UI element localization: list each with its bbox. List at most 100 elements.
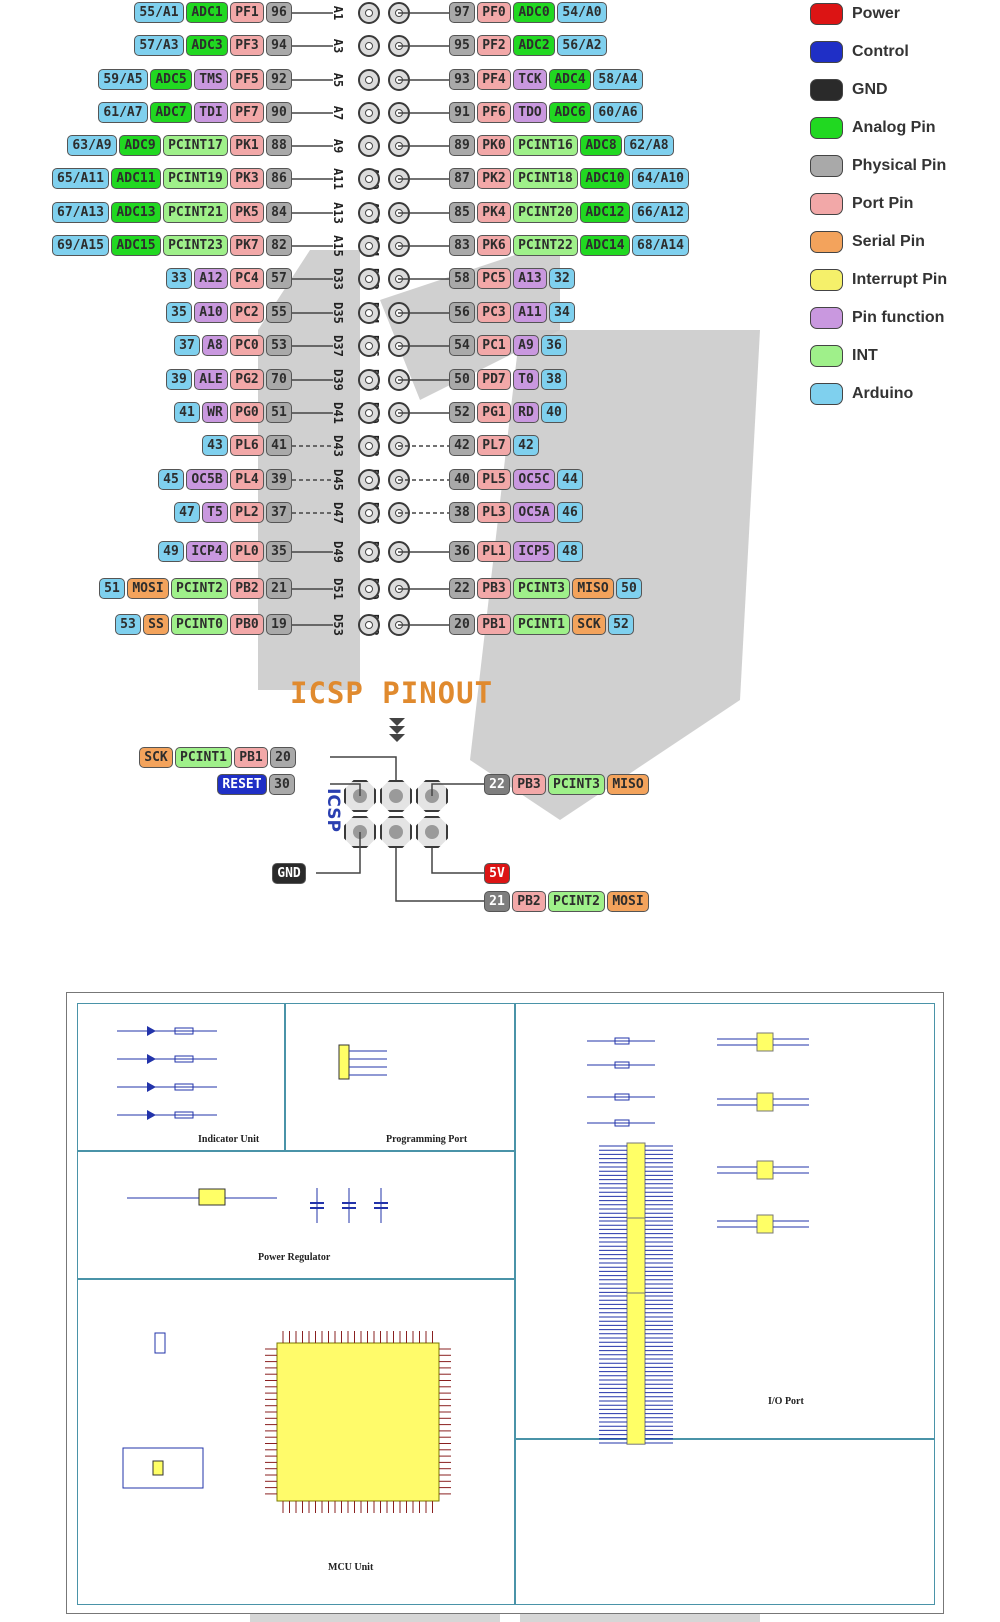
legend-swatch (810, 345, 843, 367)
pin-label: 35 (166, 302, 192, 323)
pin-label: 62/A8 (624, 135, 674, 156)
icsp-mosi-label: PCINT2 (548, 891, 605, 912)
legend-label: Control (852, 43, 909, 60)
pin-label: TDI (194, 102, 228, 123)
pin-label: PK2 (477, 168, 511, 189)
header-pad (358, 541, 380, 563)
icsp-pad (380, 780, 412, 812)
pin-label: ADC4 (549, 69, 591, 90)
header-pad (358, 369, 380, 391)
legend-label: Port Pin (852, 195, 914, 212)
header-pin-label: D35 (331, 302, 345, 324)
io-connector (756, 1032, 774, 1052)
pin-label: A10 (194, 302, 228, 323)
pin-label: PB1 (477, 614, 511, 635)
header-pad (388, 168, 410, 190)
io-header (626, 1217, 646, 1295)
pin-label: 56/A2 (557, 35, 607, 56)
legend-swatch (810, 155, 843, 177)
pin-label: 19 (266, 614, 292, 635)
pin-label: 66/A12 (632, 202, 689, 223)
pin-label: PF1 (230, 2, 264, 23)
pin-label: ALE (194, 369, 228, 390)
icsp-reset-label: RESET (217, 774, 267, 795)
icsp-gnd-label: GND (272, 863, 306, 884)
pin-label: PK0 (477, 135, 511, 156)
header-pad (388, 369, 410, 391)
pin-label: WR (202, 402, 228, 423)
pin-label: 39 (266, 469, 292, 490)
pin-label: 82 (266, 235, 292, 256)
pin-label: SS (143, 614, 169, 635)
header-pad (388, 202, 410, 224)
pin-label: PB3 (477, 578, 511, 599)
pin-label: 32 (549, 268, 575, 289)
led-diode (147, 1026, 156, 1036)
header-pad (358, 135, 380, 157)
pin-label: PF2 (477, 35, 511, 56)
watermark-shape (470, 330, 760, 820)
led-resistor (174, 1083, 194, 1091)
legend-swatch (810, 193, 843, 215)
header-pad (388, 402, 410, 424)
pin-label: PCINT21 (163, 202, 228, 223)
pin-label: 47 (174, 502, 200, 523)
pin-label: 61/A7 (98, 102, 148, 123)
legend-label: GND (852, 81, 888, 98)
header-pad (358, 335, 380, 357)
pin-label: A8 (202, 335, 228, 356)
pin-label: PF3 (230, 35, 264, 56)
led-resistor (174, 1027, 194, 1035)
pin-label: PG1 (477, 402, 511, 423)
legend-label: Physical Pin (852, 157, 947, 174)
pin-label: ADC1 (186, 2, 228, 23)
pin-label: 39 (166, 369, 192, 390)
header-pad (358, 2, 380, 24)
header-pin-label: D43 (331, 435, 345, 457)
pin-label: PCINT1 (513, 614, 570, 635)
blank-section (515, 1439, 935, 1605)
led-diode (147, 1054, 156, 1064)
icsp-arrow-icon (389, 718, 405, 742)
pin-label: PCINT17 (163, 135, 228, 156)
header-pad (358, 235, 380, 257)
pin-label: 84 (266, 202, 292, 223)
legend-swatch (810, 383, 843, 405)
pin-label: PF5 (230, 69, 264, 90)
pin-label: PC0 (230, 335, 264, 356)
pin-label: PK7 (230, 235, 264, 256)
pin-label: PCINT20 (513, 202, 578, 223)
header-pad (388, 502, 410, 524)
pin-label: 55 (266, 302, 292, 323)
header-pad (358, 402, 380, 424)
pin-label: 96 (266, 2, 292, 23)
header-pin-label: A13 (331, 202, 345, 224)
legend-swatch (810, 307, 843, 329)
pin-label: 42 (513, 435, 539, 456)
pin-label: PK4 (477, 202, 511, 223)
pin-label: ADC5 (150, 69, 192, 90)
pin-label: 44 (557, 469, 583, 490)
pin-label: 51 (99, 578, 125, 599)
pin-label: 22 (449, 578, 475, 599)
header-pad (358, 69, 380, 91)
icsp-miso-label: 22 (484, 774, 510, 795)
pin-label: PK1 (230, 135, 264, 156)
pin-label: 60/A6 (593, 102, 643, 123)
pin-label: A9 (513, 335, 539, 356)
pin-label: ADC12 (580, 202, 630, 223)
pin-label: TDO (513, 102, 547, 123)
pin-label: 85 (449, 202, 475, 223)
pin-label: MOSI (127, 578, 169, 599)
pin-label: PL6 (230, 435, 264, 456)
header-pad (358, 614, 380, 636)
pin-label: 69/A15 (52, 235, 109, 256)
pin-label: PC4 (230, 268, 264, 289)
header-pad (388, 541, 410, 563)
pin-label: PC1 (477, 335, 511, 356)
io-connector (756, 1092, 774, 1112)
io-resistor (614, 1061, 630, 1069)
pin-label: ADC2 (513, 35, 555, 56)
led-diode (147, 1110, 156, 1120)
pin-label: 95 (449, 35, 475, 56)
